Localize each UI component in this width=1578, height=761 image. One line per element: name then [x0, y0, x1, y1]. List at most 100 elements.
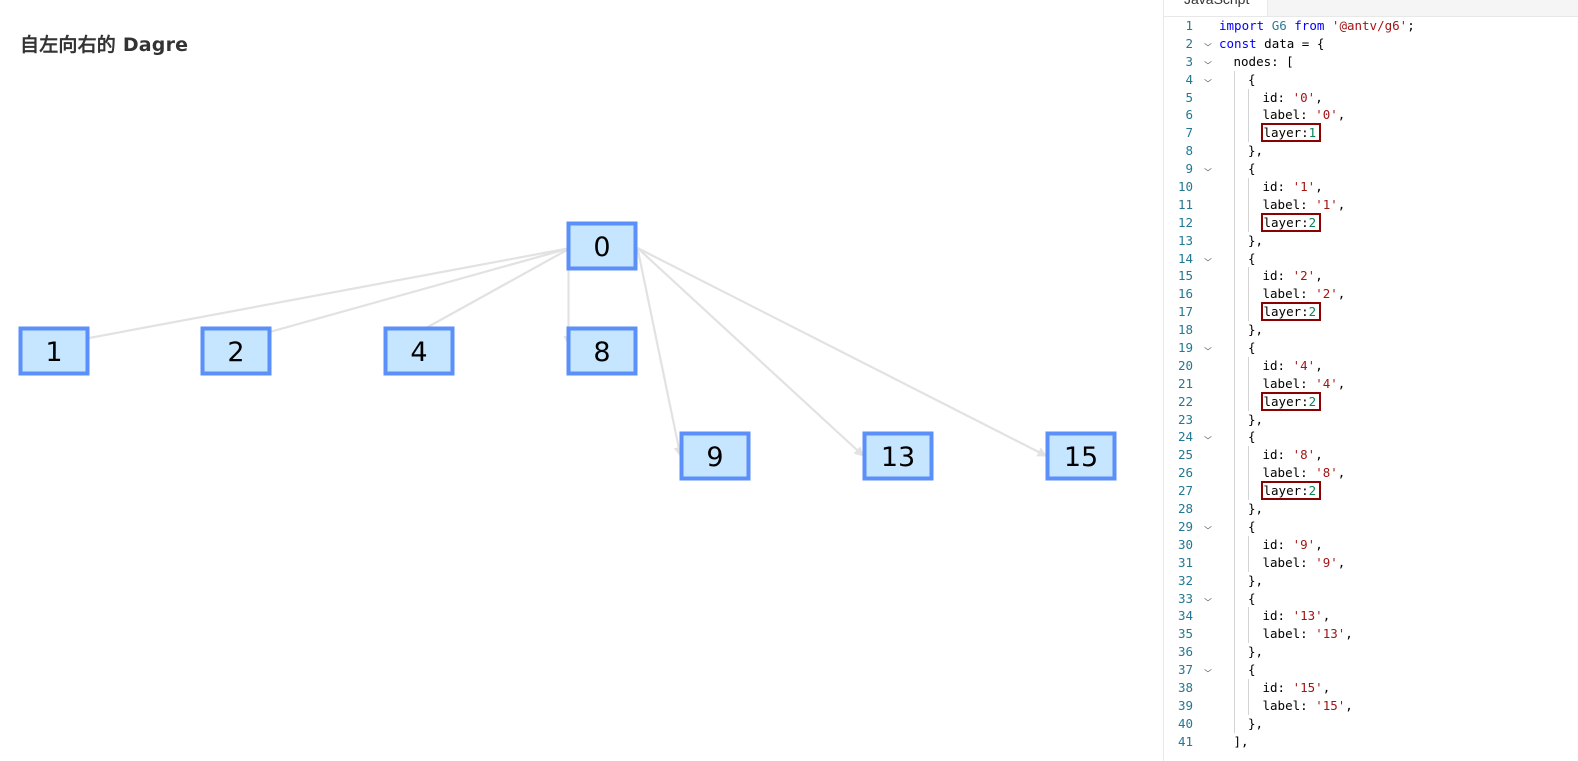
indent-guide	[1233, 661, 1235, 679]
code-line[interactable]: 3⌵nodes: [	[1164, 53, 1578, 71]
fold-chevron-icon[interactable]: ⌵	[1203, 252, 1213, 264]
node-box-1[interactable]	[18, 326, 90, 376]
graph-node-4[interactable]: 4	[383, 326, 455, 376]
code-token: layer:	[1263, 304, 1309, 320]
graph-node-2[interactable]: 2	[200, 326, 272, 376]
graph-node-13[interactable]: 13	[862, 431, 934, 481]
fold-chevron-icon[interactable]: ⌵	[1203, 55, 1213, 67]
code-token: {	[1248, 340, 1256, 356]
code-line[interactable]: 37⌵{	[1164, 661, 1578, 679]
code-text: label: '0',	[1263, 106, 1346, 124]
tab-javascript[interactable]: JavaScript	[1164, 0, 1269, 16]
fold-chevron-icon[interactable]: ⌵	[1203, 592, 1213, 604]
code-line[interactable]: 36},	[1164, 643, 1578, 662]
indent-guide	[1233, 339, 1235, 357]
line-number: 2	[1185, 35, 1193, 51]
node-label-4: 4	[410, 337, 427, 368]
code-text: id: '13',	[1263, 607, 1331, 625]
code-line[interactable]: 18},	[1164, 321, 1578, 340]
graph-canvas[interactable]: 0 1 2 4 8 9 13 15	[0, 0, 1163, 761]
fold-chevron-icon[interactable]: ⌵	[1203, 37, 1213, 49]
indent-guide	[1233, 88, 1235, 107]
code-token: 2	[1308, 483, 1317, 499]
graph-node-15[interactable]: 15	[1045, 431, 1117, 481]
node-box-4[interactable]	[383, 326, 455, 376]
indent-guide	[1233, 696, 1235, 715]
line-number: 35	[1177, 626, 1193, 642]
code-line[interactable]: 33⌵{	[1164, 589, 1578, 608]
indent-guide	[1233, 142, 1235, 161]
code-line[interactable]: 24⌵{	[1164, 428, 1578, 447]
fold-chevron-icon[interactable]: ⌵	[1203, 520, 1213, 532]
indent-guide	[1233, 160, 1235, 179]
code-line[interactable]: 8},	[1164, 142, 1578, 161]
edge-0-to-1[interactable]	[18, 246, 571, 355]
code-line[interactable]: 23},	[1164, 410, 1578, 429]
code-line[interactable]: 19⌵{	[1164, 339, 1578, 357]
code-token: ,	[1337, 554, 1346, 570]
indent-guide	[1233, 589, 1235, 608]
code-line[interactable]: 29⌵{	[1164, 517, 1578, 536]
code-text: },	[1248, 572, 1263, 590]
code-line[interactable]: 41],	[1164, 733, 1578, 751]
node-box-15[interactable]	[1045, 431, 1117, 481]
edge-0-to-13[interactable]	[636, 247, 865, 457]
graph-node-8[interactable]: 8	[566, 326, 638, 376]
node-box-8[interactable]	[566, 326, 638, 376]
node-box-0[interactable]	[566, 221, 638, 271]
code-line[interactable]: 28},	[1164, 500, 1578, 518]
code-token: '13'	[1292, 608, 1323, 624]
code-text: },	[1248, 643, 1263, 661]
code-line[interactable]: 14⌵{	[1164, 249, 1578, 268]
graph-node-0[interactable]: 0	[566, 221, 638, 271]
indent-guide	[1248, 374, 1249, 393]
line-number: 27	[1177, 483, 1193, 499]
edge-0-to-15[interactable]	[637, 247, 1048, 457]
code-line[interactable]: 9⌵{	[1164, 160, 1578, 179]
code-line[interactable]: 4⌵{	[1164, 70, 1578, 89]
fold-chevron-icon[interactable]: ⌵	[1203, 73, 1213, 85]
code-line[interactable]: 13},	[1164, 231, 1578, 250]
code-line[interactable]: 35 label: '13',	[1164, 625, 1578, 644]
indent-guide	[1233, 446, 1235, 465]
graph-node-9[interactable]: 9	[679, 431, 751, 481]
graph-node-1[interactable]: 1	[18, 326, 90, 376]
code-line[interactable]: 2⌵const data = {	[1164, 35, 1578, 53]
code-token: id:	[1262, 357, 1293, 373]
code-line[interactable]: 32},	[1164, 571, 1578, 590]
fold-chevron-icon[interactable]: ⌵	[1203, 342, 1213, 354]
code-line[interactable]: 40},	[1164, 714, 1578, 733]
node-box-9[interactable]	[679, 431, 751, 481]
node-box-13[interactable]	[862, 431, 934, 481]
fold-chevron-icon[interactable]: ⌵	[1203, 664, 1213, 676]
code-text: label: '13',	[1263, 625, 1353, 643]
node-box-2[interactable]	[200, 326, 272, 376]
line-number: 31	[1177, 554, 1193, 570]
edge-0-to-9[interactable]	[636, 247, 684, 457]
fold-chevron-icon[interactable]: ⌵	[1203, 431, 1213, 443]
fold-chevron-icon[interactable]: ⌵	[1203, 163, 1213, 175]
code-token: layer:	[1263, 393, 1309, 409]
